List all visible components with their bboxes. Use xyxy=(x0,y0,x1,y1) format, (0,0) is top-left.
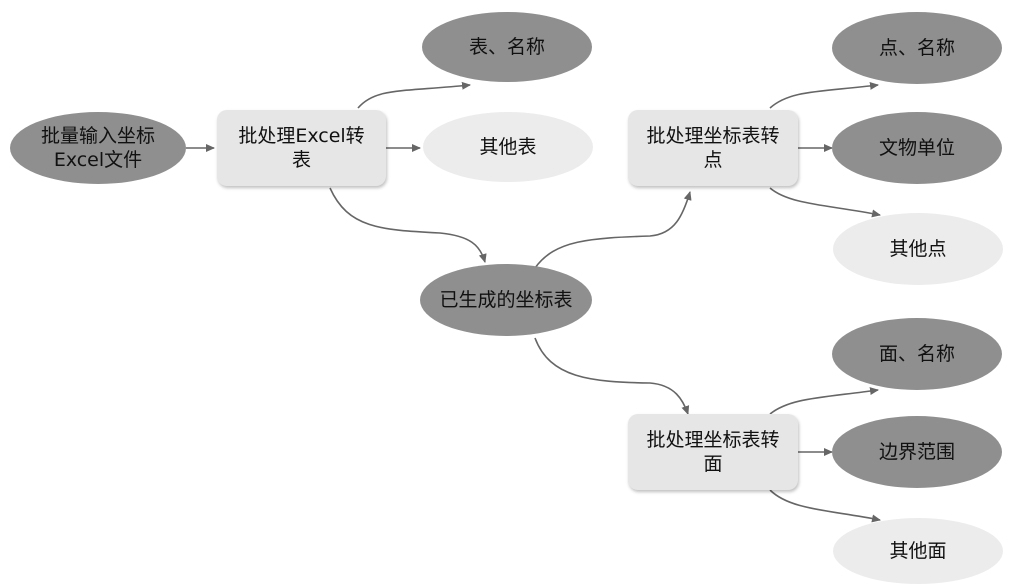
node-point-name: 点、名称 xyxy=(832,12,1002,84)
node-input-excel: 批量输入坐标 Excel文件 xyxy=(10,112,186,184)
edge-process-polygon-to-other-polygons xyxy=(769,489,881,523)
edge-process-excel-to-generated xyxy=(329,187,487,263)
node-relic-unit: 文物单位 xyxy=(832,112,1002,184)
edge-generated-to-process-point xyxy=(534,191,692,269)
node-other-polygons: 其他面 xyxy=(833,518,1003,584)
edge-process-polygon-to-polygon-name xyxy=(769,387,879,415)
edge-process-excel-to-table-name xyxy=(357,81,471,109)
node-boundary: 边界范围 xyxy=(832,416,1002,488)
node-process-polygon: 批处理坐标表转 面 xyxy=(628,414,798,490)
edge-generated-to-process-polygon xyxy=(534,337,690,415)
node-process-excel: 批处理Excel转 表 xyxy=(217,110,386,186)
node-polygon-name: 面、名称 xyxy=(832,318,1002,390)
node-table-name: 表、名称 xyxy=(422,12,592,82)
node-other-points: 其他点 xyxy=(833,213,1003,285)
node-other-tables: 其他表 xyxy=(423,112,593,182)
node-generated-table: 已生成的坐标表 xyxy=(420,264,592,336)
edge-process-point-to-other-points xyxy=(769,187,881,218)
node-process-point: 批处理坐标表转 点 xyxy=(628,110,798,186)
edge-process-point-to-point-name xyxy=(769,81,879,109)
